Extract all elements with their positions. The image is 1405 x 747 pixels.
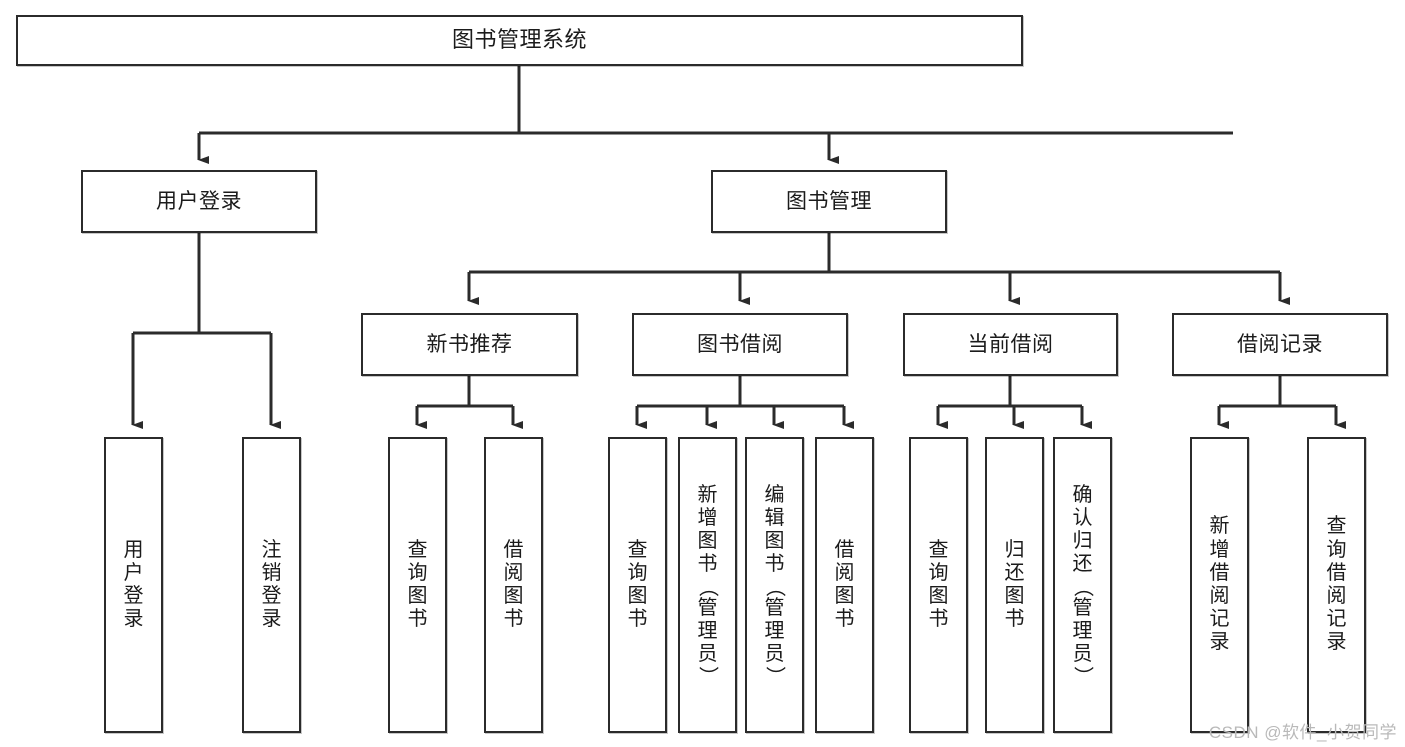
node-label: 图书管理系统 — [451, 27, 587, 53]
node-label: 用户登录 — [156, 189, 242, 213]
leaf-logout-login[interactable]: 注销登录 — [242, 437, 301, 733]
leaf-add-record[interactable]: 新增借阅记录 — [1190, 437, 1249, 733]
leaf-query-book-2[interactable]: 查询图书 — [608, 437, 667, 733]
node-label: 借阅记录 — [1237, 332, 1323, 356]
node-label: 当前借阅 — [967, 332, 1054, 356]
csdn-watermark: CSDN @软件_小贺同学 — [1208, 723, 1397, 742]
leaf-add-book[interactable]: 新增图书（管理员） — [678, 437, 737, 733]
node-label: 新增借阅记录 — [1209, 515, 1230, 654]
node-label: 查询图书 — [407, 538, 428, 631]
node-book-manage[interactable]: 图书管理 — [711, 170, 947, 233]
node-borrow-record[interactable]: 借阅记录 — [1172, 313, 1388, 376]
leaf-confirm-return[interactable]: 确认归还（管理员） — [1053, 437, 1112, 733]
node-label: 查询图书 — [627, 538, 648, 631]
leaf-return-book[interactable]: 归还图书 — [985, 437, 1044, 733]
node-label: 新增图书（管理员） — [696, 483, 719, 687]
node-label: 注销登录 — [261, 538, 282, 631]
node-current-borrow[interactable]: 当前借阅 — [903, 313, 1118, 376]
node-label: 确认归还（管理员） — [1071, 483, 1094, 687]
leaf-borrow-book-1[interactable]: 借阅图书 — [484, 437, 543, 733]
node-label: 图书管理 — [786, 189, 872, 213]
node-user-login[interactable]: 用户登录 — [81, 170, 317, 233]
node-book-borrow[interactable]: 图书借阅 — [632, 313, 848, 376]
leaf-query-book-3[interactable]: 查询图书 — [909, 437, 968, 733]
node-label: 图书借阅 — [697, 332, 783, 356]
node-label: 用户登录 — [123, 538, 144, 631]
leaf-borrow-book-2[interactable]: 借阅图书 — [815, 437, 874, 733]
node-label: 新书推荐 — [426, 332, 513, 356]
node-label: 归还图书 — [1004, 538, 1025, 631]
node-label: 借阅图书 — [503, 538, 524, 631]
node-label: 编辑图书（管理员） — [763, 483, 786, 687]
node-label: 查询图书 — [928, 538, 949, 631]
leaf-query-record[interactable]: 查询借阅记录 — [1307, 437, 1366, 733]
leaf-edit-book[interactable]: 编辑图书（管理员） — [745, 437, 804, 733]
node-root-system[interactable]: 图书管理系统 — [16, 15, 1023, 66]
node-new-book-recommend[interactable]: 新书推荐 — [361, 313, 578, 376]
node-label: 查询借阅记录 — [1326, 515, 1347, 654]
leaf-query-book-1[interactable]: 查询图书 — [388, 437, 447, 733]
node-label: 借阅图书 — [834, 538, 855, 631]
leaf-user-login[interactable]: 用户登录 — [104, 437, 163, 733]
